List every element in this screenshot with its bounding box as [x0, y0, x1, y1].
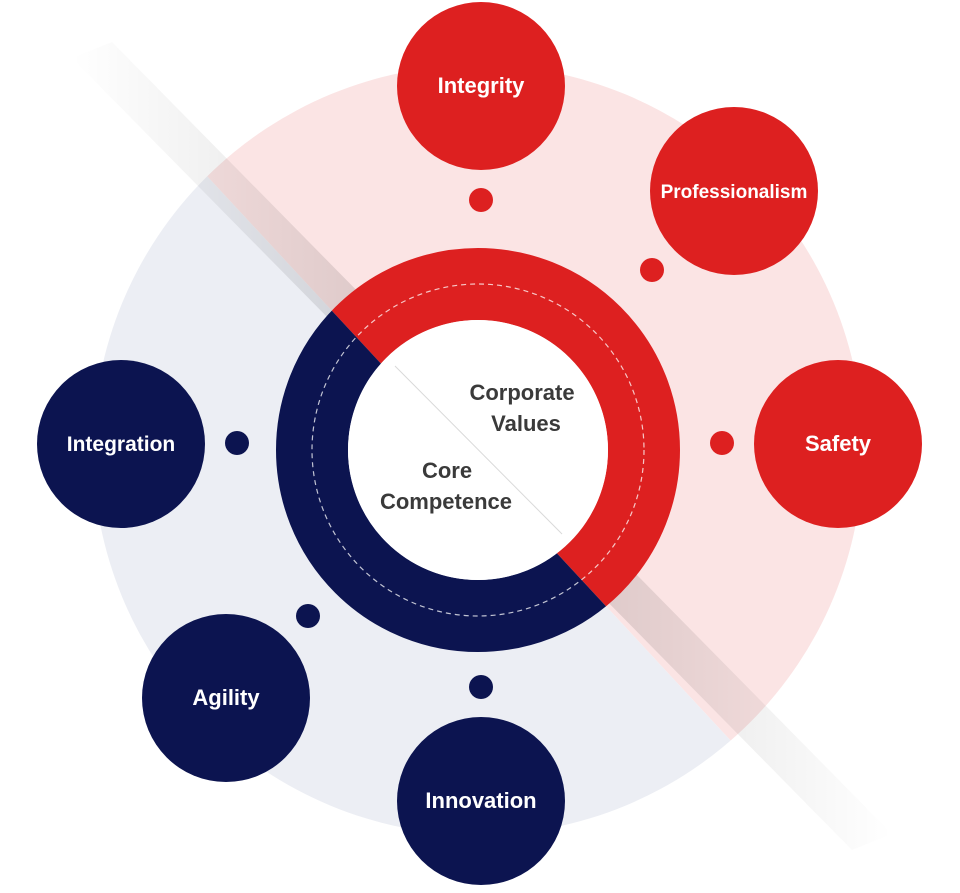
- professionalism-circle: [650, 107, 818, 275]
- integration-connector-dot: [225, 431, 249, 455]
- center-divider: [394, 365, 563, 535]
- connector-dots: [225, 188, 734, 699]
- professionalism-label: Professionalism: [661, 182, 808, 203]
- integrity-connector-dot: [469, 188, 493, 212]
- competence-node-integration: Integration: [37, 360, 205, 528]
- safety-label: Safety: [805, 431, 872, 456]
- integrity-label: Integrity: [438, 73, 526, 98]
- agility-circle: [142, 614, 310, 782]
- integration-circle: [37, 360, 205, 528]
- safety-circle: [754, 360, 922, 528]
- core-competence-line1: Core: [422, 458, 472, 483]
- professionalism-connector-dot: [640, 258, 664, 282]
- innovation-circle: [397, 717, 565, 885]
- center-labels: Corporate Values Core Competence: [380, 380, 575, 514]
- integrity-circle: [397, 2, 565, 170]
- integration-label: Integration: [67, 433, 176, 456]
- agility-label: Agility: [192, 685, 260, 710]
- competence-node-agility: Agility: [142, 614, 310, 782]
- competence-node-innovation: Innovation: [397, 717, 565, 885]
- core-competence-line2: Competence: [380, 489, 512, 514]
- agility-connector-dot: [296, 604, 320, 628]
- corporate-values-line2: Values: [491, 411, 561, 436]
- innovation-label: Innovation: [425, 788, 536, 813]
- safety-connector-dot: [710, 431, 734, 455]
- corporate-values-line1: Corporate: [469, 380, 574, 405]
- innovation-connector-dot: [469, 675, 493, 699]
- value-node-professionalism: Professionalism: [650, 107, 818, 275]
- center-ring: [276, 248, 680, 652]
- dashed-ring: [311, 283, 645, 617]
- value-node-safety: Safety: [754, 360, 922, 528]
- value-node-integrity: Integrity: [397, 2, 565, 170]
